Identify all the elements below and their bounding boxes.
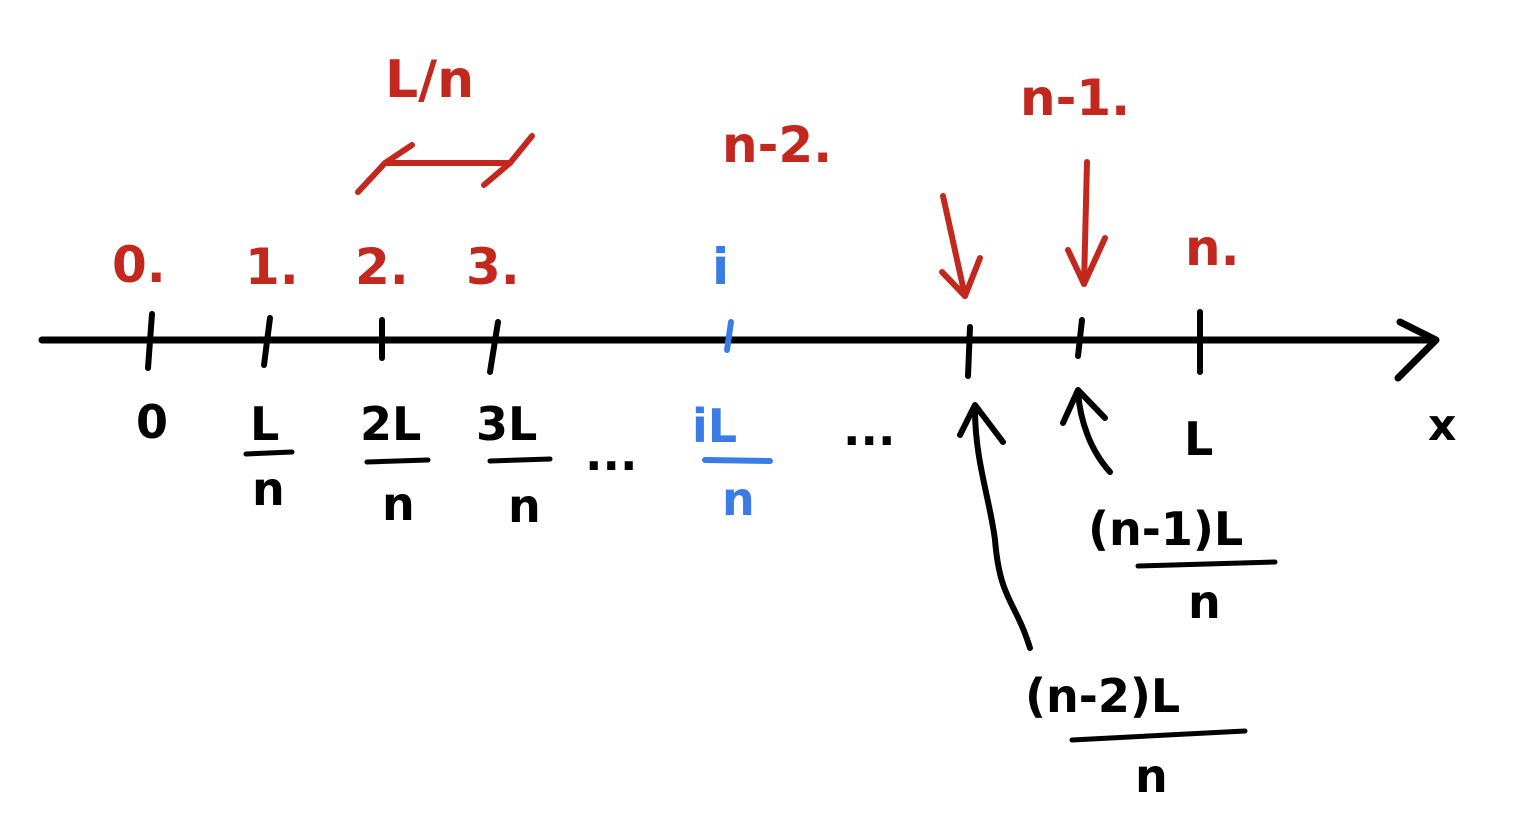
tick-0	[145, 311, 155, 371]
pointer-n-1-pos-head	[1060, 387, 1108, 426]
spacing-arrow-left	[355, 142, 415, 195]
spacing-label: L/n	[385, 50, 474, 110]
pointer-n-1-line	[1081, 159, 1090, 287]
pos-2-bar	[364, 457, 431, 465]
ticks	[145, 309, 1203, 379]
pointer-n-2-pos-head	[957, 402, 1006, 445]
tick-n-2	[965, 324, 973, 379]
pos-0: 0	[136, 395, 168, 449]
index-1: 1.	[245, 238, 299, 296]
pos-i-den: n	[722, 472, 755, 526]
pos-i-bar	[702, 457, 773, 464]
pos-n-2-den: n	[1135, 749, 1168, 803]
pos-n-1-bar	[1135, 559, 1278, 569]
spacing-arrow-right	[481, 133, 535, 188]
tick-i	[724, 319, 734, 353]
index-0: 0.	[112, 236, 166, 294]
pos-1-bar	[243, 449, 295, 457]
pointer-n-2-pos-line	[972, 407, 1033, 651]
ellipsis-1: ...	[585, 427, 637, 481]
spacing-indicator: L/n	[355, 50, 535, 195]
pos-i-num: iL	[692, 399, 737, 453]
position-pointers	[957, 387, 1113, 651]
pos-n-1-num: (n-1)L	[1088, 502, 1243, 556]
axis-arrowhead	[1394, 318, 1440, 382]
pos-2-num: 2L	[360, 397, 421, 451]
pos-3-num: 3L	[476, 397, 537, 451]
index-pointers	[939, 159, 1108, 299]
pos-n-1-den: n	[1188, 575, 1221, 629]
pos-2-den: n	[382, 477, 415, 531]
index-n-2: n-2.	[722, 116, 832, 174]
tick-3	[487, 319, 501, 375]
index-n-1: n-1.	[1020, 69, 1130, 127]
ellipsis-2: ...	[843, 402, 895, 456]
pointer-n-2-head	[939, 255, 983, 299]
tick-1	[261, 315, 273, 368]
pos-3-bar	[487, 456, 553, 464]
pos-1-den: n	[252, 462, 285, 516]
pos-n: L	[1184, 412, 1213, 466]
pos-n-2-bar	[1069, 728, 1248, 743]
pos-1-num: L	[250, 397, 279, 451]
index-3: 3.	[466, 238, 520, 296]
axis-label: x	[1428, 400, 1456, 451]
pointer-n-1-pos-line	[1075, 389, 1113, 475]
index-labels: 0. 1. 2. 3. i n-2. n-1. n.	[112, 69, 1240, 296]
tick-n-1	[1075, 317, 1085, 359]
pointer-n-1-head	[1065, 235, 1108, 287]
pos-n-2-num: (n-2)L	[1025, 669, 1180, 723]
index-2: 2.	[355, 238, 409, 296]
index-n: n.	[1185, 219, 1240, 277]
pointer-n-2-line	[940, 193, 968, 299]
position-labels: 0 L n 2L n 3L n ... iL n ... L (n-1)L n …	[136, 395, 1278, 803]
pos-3-den: n	[508, 479, 541, 533]
index-i: i	[712, 238, 729, 296]
